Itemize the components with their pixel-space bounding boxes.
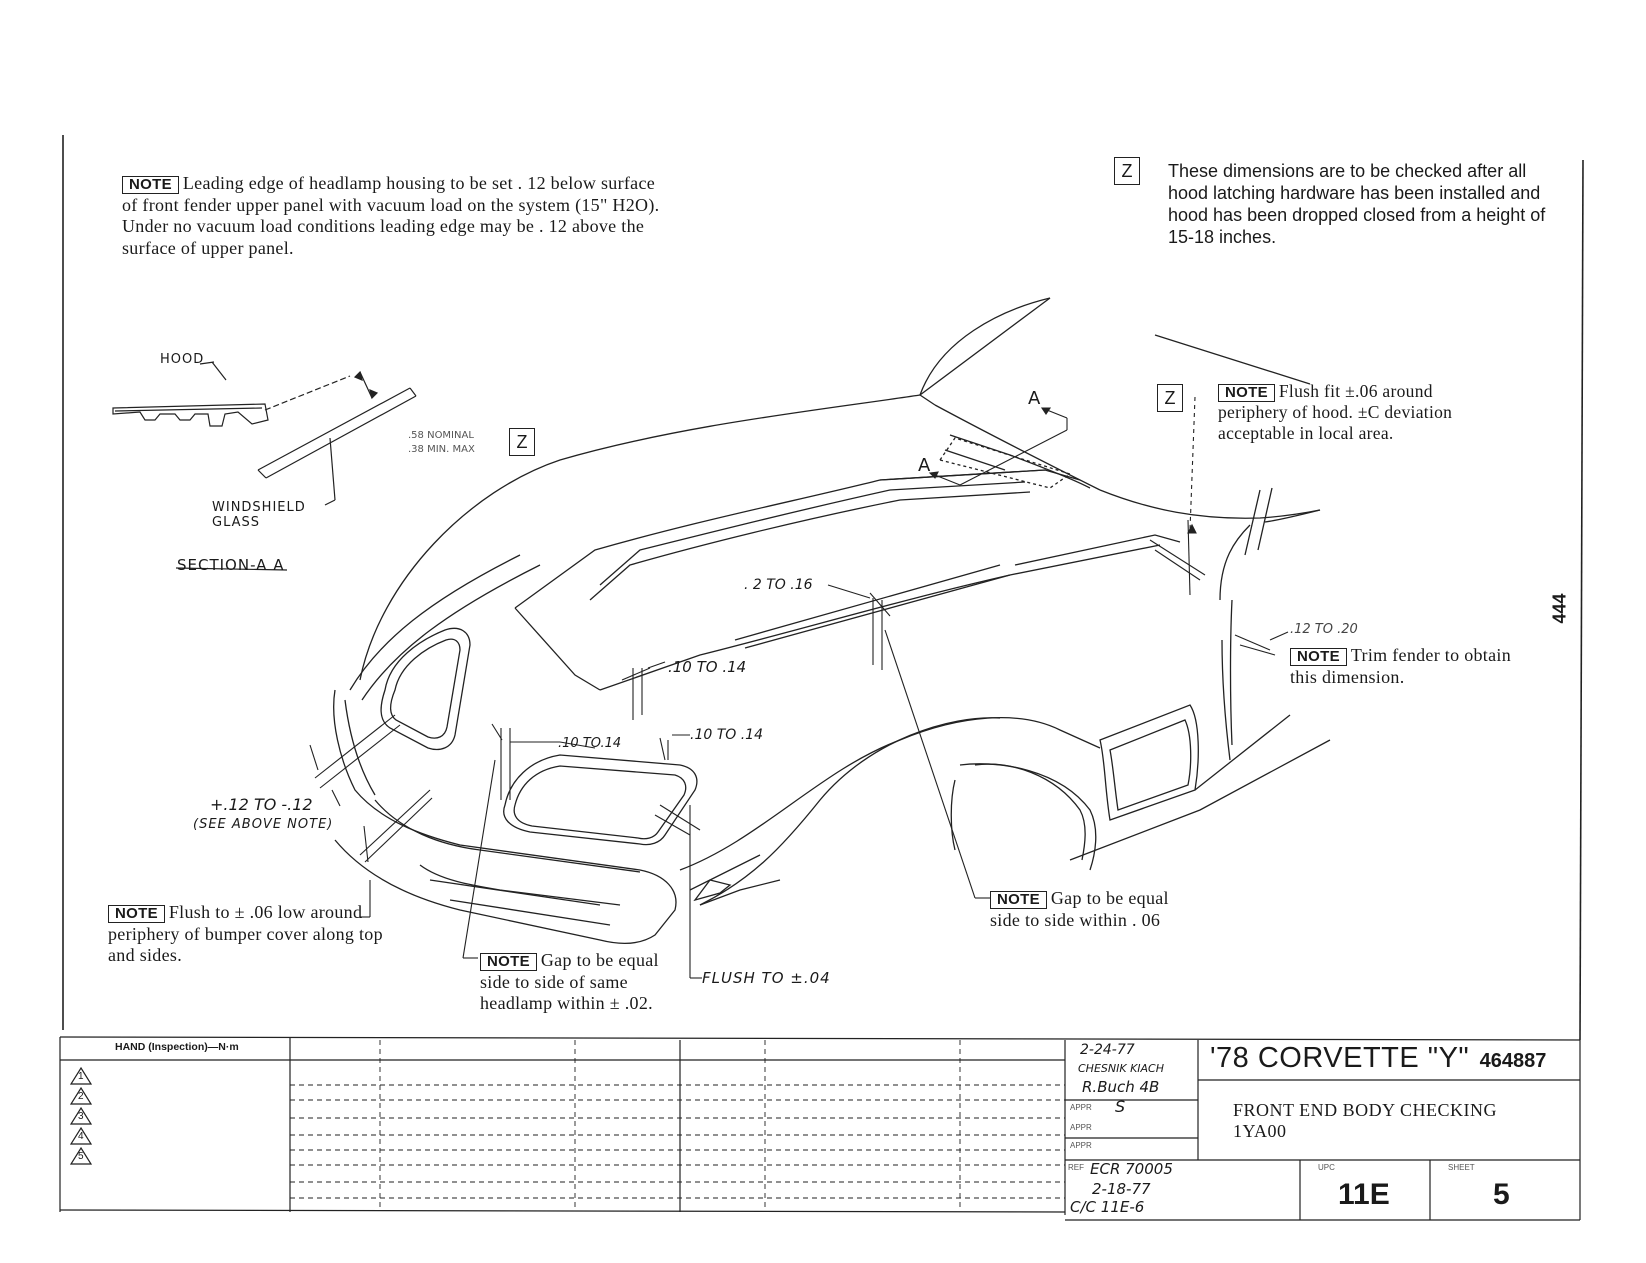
frame-right-border [1579, 159, 1584, 1041]
section-dim-2: .38 MIN. MAX [408, 444, 475, 455]
section-z-tag-wrap: Z [509, 428, 535, 456]
section-z-tag: Z [509, 428, 535, 456]
triangle-icon [69, 1086, 93, 1105]
dim-label-2: .10 TO .14 [668, 658, 747, 676]
checked-by: R.Buch 4B [1082, 1078, 1160, 1096]
revision-number: 1 [78, 1071, 84, 1082]
section-aa-title: SECTION-A A [177, 556, 285, 574]
appr-label-3: APPR [1070, 1141, 1092, 1150]
sheet-label: SHEET [1448, 1163, 1475, 1172]
date-1: 2-24-77 [1080, 1042, 1135, 1058]
title-block-grid [59, 1036, 1581, 1221]
upc-label: UPC [1318, 1163, 1335, 1172]
triangle-icon [69, 1126, 93, 1145]
ref-value: ECR 70005 [1090, 1160, 1173, 1178]
upc-value: 11E [1338, 1178, 1390, 1211]
drawn-by: CHESNIK KIACH [1078, 1062, 1165, 1075]
headlamp-note-tag: NOTE [122, 176, 179, 194]
glass-label: GLASS [212, 515, 261, 530]
ref-sub: C/C 11E-6 [1070, 1198, 1145, 1216]
sheet-value: 5 [1493, 1178, 1510, 1211]
part-number: 464887 [1479, 1050, 1547, 1072]
revision-number: 4 [78, 1131, 84, 1142]
section-marker-a-1: A [1028, 388, 1041, 409]
revision-list: 1 2 3 4 5 [69, 1066, 93, 1166]
bumper-flush-text: Flush to ± .06 low around periphery of b… [108, 902, 383, 965]
revision-number: 5 [78, 1151, 84, 1162]
ref-label: REF [1068, 1163, 1084, 1172]
dim-label-4: .10 TO .14 [690, 727, 764, 743]
triangle-icon [69, 1066, 93, 1085]
revision-number: 3 [78, 1111, 84, 1122]
body-gap-text: Gap to be equal side to side within . 06 [990, 888, 1169, 930]
appr-1: S [1115, 1097, 1126, 1116]
page-number: 444 [1549, 593, 1570, 624]
drawing-title-1: FRONT END BODY CHECKING [1233, 1100, 1498, 1120]
flush-fit-z-tag: Z [1157, 384, 1183, 412]
revision-triangle: 2 [69, 1086, 93, 1106]
revision-triangle: 5 [69, 1146, 93, 1166]
dimension-leaders [309, 396, 1289, 979]
revision-number: 2 [78, 1091, 84, 1102]
section-aa-detail [112, 361, 417, 571]
z-instruction-tag: Z [1114, 157, 1140, 185]
headlamp-note-text: Leading edge of headlamp housing to be s… [122, 173, 660, 258]
drawing-title-2: 1YA00 [1233, 1121, 1287, 1141]
flush-label: FLUSH TO ±.04 [702, 969, 831, 987]
revision-triangle: 3 [69, 1106, 93, 1126]
dim-label-5-note: (SEE ABOVE NOTE) [193, 817, 334, 832]
z-instruction: Z [1114, 157, 1140, 185]
torque-header: HAND (Inspection)—N·m [115, 1041, 239, 1053]
appr-label-2: APPR [1070, 1123, 1092, 1132]
car-body-outline [333, 297, 1331, 944]
headlamp-gap-tag: NOTE [480, 953, 537, 971]
headlamp-gap-text: Gap to be equal side to side of same hea… [480, 950, 659, 1013]
appr-label: APPR [1070, 1103, 1092, 1112]
bumper-flush-tag: NOTE [108, 905, 165, 923]
model-title: '78 CORVETTE "Y" 464887 [1210, 1042, 1546, 1075]
dim-label-5: +.12 TO -.12 [210, 795, 313, 814]
flush-fit-hood-text: Flush fit ±.06 around periphery of hood.… [1218, 381, 1453, 443]
trim-fender-text: Trim fender to obtain this dimension. [1290, 645, 1511, 687]
body-gap-tag: NOTE [990, 891, 1047, 909]
trim-fender-tag: NOTE [1290, 648, 1347, 666]
flush-fit-hood-tag: NOTE [1218, 384, 1275, 402]
dim-label-3: .10 TO.14 [558, 736, 622, 751]
hood-label: HOOD [160, 352, 205, 367]
revision-triangle: 1 [69, 1066, 93, 1086]
dim-label-6: .12 TO .20 [1290, 622, 1358, 637]
triangle-icon [69, 1106, 93, 1125]
z-instruction-text: These dimensions are to be checked after… [1168, 161, 1546, 247]
section-marker-a-2: A [918, 455, 931, 476]
section-dim-1: .58 NOMINAL [408, 430, 474, 441]
ref-date: 2-18-77 [1092, 1180, 1151, 1198]
model-name: '78 CORVETTE "Y" [1210, 1042, 1470, 1074]
flush-fit-z-tag-wrap: Z [1157, 384, 1183, 412]
revision-triangle: 4 [69, 1126, 93, 1146]
triangle-icon [69, 1146, 93, 1165]
windshield-label: WINDSHIELD [212, 500, 306, 515]
dim-label-1: . 2 TO .16 [744, 577, 813, 593]
